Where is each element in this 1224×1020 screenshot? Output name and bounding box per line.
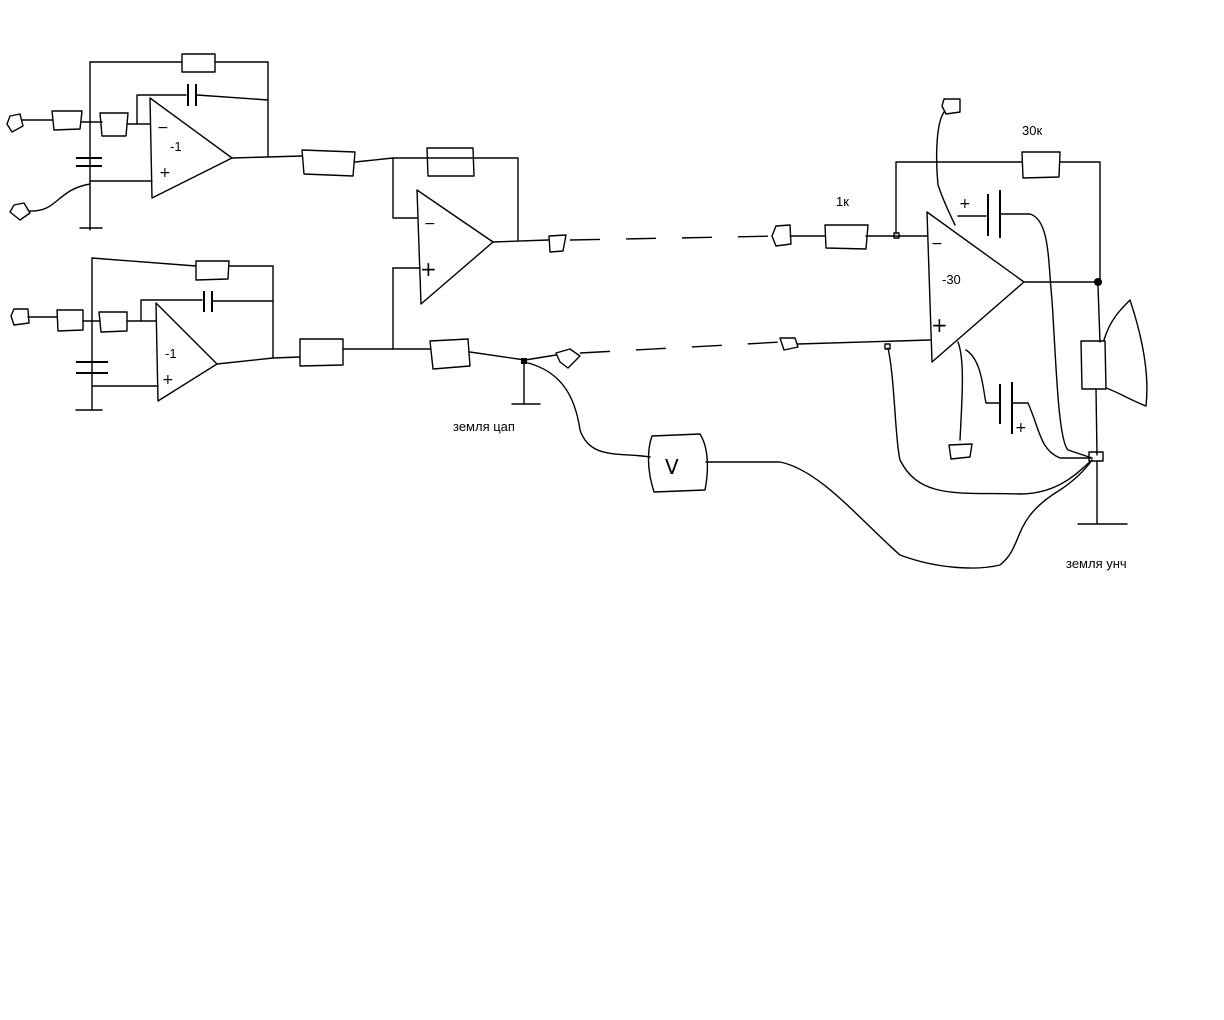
opamp-3-triangle [416, 189, 494, 305]
voltmeter: V [523, 361, 1093, 569]
power-terminal-positive [941, 98, 961, 115]
resistor-feedback-1 [181, 53, 216, 73]
output-terminal-dac [548, 234, 567, 253]
wire [214, 61, 269, 157]
wire [354, 157, 519, 241]
resistor-1k-label: 1к [836, 194, 849, 209]
resistor-feedback-3 [426, 147, 475, 177]
opamp-4-plus: + [931, 313, 948, 337]
speaker-cone [1103, 299, 1148, 407]
opamp-4-gain-label: -30 [942, 272, 961, 287]
opamp-1-plus: + [159, 165, 171, 181]
resistor-3a [301, 149, 356, 177]
ground-dac-label: земля цап [453, 419, 515, 434]
opamp-2: + -1 [155, 302, 218, 402]
opamp-1-gain-label: -1 [170, 139, 182, 154]
speaker-coil [1080, 340, 1107, 390]
resistor-30k [1021, 151, 1061, 179]
cable-signal [569, 235, 781, 241]
resistor-30k-label: 30к [1022, 123, 1042, 138]
wire [228, 265, 274, 358]
opamp-3-wiring: земля цап [299, 147, 581, 434]
opamp-4-wiring: 1к 30к + + земля унч [771, 98, 1148, 571]
wire [797, 339, 931, 345]
input-terminal-2 [10, 308, 30, 326]
wire [965, 349, 1001, 404]
wire [523, 361, 651, 458]
cable-ground [579, 341, 783, 354]
ground-amp-label: земля унч [1066, 556, 1127, 571]
resistor-2b [98, 311, 128, 333]
opamp-2-gain-label: -1 [165, 346, 177, 361]
capacitor-input-2 [76, 361, 108, 374]
input-terminal-ground [779, 337, 799, 351]
resistor-2a [56, 309, 84, 332]
voltmeter-label: V [665, 455, 679, 479]
wire [999, 213, 1093, 459]
opamp-4-triangle [926, 211, 1025, 363]
resistor-ground [429, 338, 471, 370]
junction-node [1094, 278, 1102, 286]
wire [935, 111, 956, 226]
wire [392, 157, 418, 219]
resistor-1k [824, 224, 869, 250]
opamp-4-minus: − [931, 236, 943, 252]
wire [231, 155, 303, 159]
opamp-1: − + -1 [149, 97, 233, 199]
wire [140, 299, 203, 322]
wire [1059, 161, 1101, 283]
wire [29, 183, 91, 212]
wire [887, 347, 1093, 495]
capacitor-feedback-2 [203, 291, 213, 312]
wire [91, 257, 197, 267]
wire [136, 94, 187, 125]
wire [1011, 402, 1093, 459]
opamp-3-plus: + [420, 257, 437, 281]
opamp-1-triangle [149, 97, 233, 199]
voltmeter-body [647, 433, 709, 493]
wire [1095, 388, 1098, 456]
input-terminal-1b [9, 202, 31, 221]
wire [957, 341, 964, 441]
opamp-1-wiring [6, 53, 303, 231]
wire [1097, 285, 1101, 343]
opamp-2-wiring [10, 257, 301, 411]
wire [216, 356, 301, 365]
resistor-1b [99, 112, 129, 137]
wire [895, 161, 1023, 234]
resistor-feedback-2 [195, 260, 230, 281]
cap-top-plus: + [959, 196, 971, 212]
power-terminal-negative [948, 443, 973, 460]
ground-terminal-dac [555, 348, 581, 369]
ground-symbol-dac [511, 361, 541, 405]
capacitor-supply-positive [987, 190, 1001, 238]
junction-node [521, 358, 527, 364]
opamp-2-plus: + [162, 372, 174, 388]
opamp-3-minus: − [424, 216, 436, 232]
resistor-3b [299, 338, 344, 367]
cap-bottom-plus: + [1015, 420, 1027, 436]
opamp-4: − + -30 [926, 211, 1025, 363]
capacitor-feedback-1 [187, 84, 197, 106]
opamp-3: − + [416, 189, 494, 305]
wire [492, 239, 549, 243]
opamp-1-minus: − [157, 120, 169, 136]
resistor-1a [51, 110, 83, 131]
wire [469, 351, 557, 361]
input-terminal-1a [6, 113, 24, 133]
capacitor-supply-negative [999, 382, 1013, 434]
wire [705, 459, 1093, 569]
opamp-2-triangle [155, 302, 218, 402]
ground-symbol-amp [1077, 460, 1128, 525]
input-terminal-signal [771, 224, 792, 247]
wire [196, 94, 269, 101]
capacitor-input-1 [76, 157, 102, 167]
ground-star-node [1088, 451, 1104, 462]
